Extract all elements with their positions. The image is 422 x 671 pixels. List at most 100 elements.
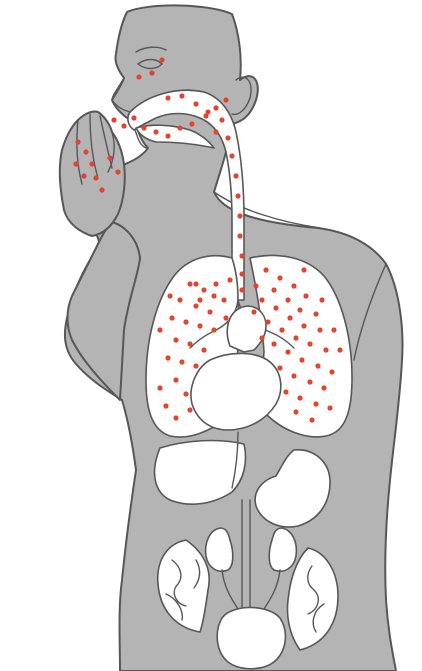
particle-lungs (193, 303, 198, 308)
particle-lungs (201, 287, 206, 292)
particle-lungs (299, 357, 304, 362)
particle-lungs (323, 347, 328, 352)
particle-nose-mouth (153, 129, 158, 134)
left-kidney (206, 528, 233, 571)
particle-lungs (291, 373, 296, 378)
particle-lungs (285, 349, 290, 354)
particle-airway (179, 93, 184, 98)
particle-lungs (223, 315, 228, 320)
particle-nose-mouth (189, 121, 194, 126)
particle-lungs (173, 415, 178, 420)
particle-lungs (301, 323, 306, 328)
particle-lungs (265, 319, 270, 324)
particle-lungs (179, 359, 184, 364)
particle-eye (149, 70, 154, 75)
particle-airway (225, 135, 230, 140)
particle-lungs (317, 327, 322, 332)
particle-airway (237, 213, 242, 218)
particle-lungs (287, 315, 292, 320)
particle-eye (159, 57, 164, 62)
particle-lungs (165, 355, 170, 360)
particle-airway (233, 173, 238, 178)
particle-airway (223, 97, 228, 102)
particle-lungs (197, 297, 202, 302)
particle-lungs (177, 297, 182, 302)
particle-lungs (285, 297, 290, 302)
particle-lungs (307, 341, 312, 346)
particle-lungs (259, 297, 264, 302)
particle-lungs (319, 297, 324, 302)
particle-lungs (187, 341, 192, 346)
particle-lungs (279, 327, 284, 332)
particle-lungs (157, 327, 162, 332)
right-kidney (269, 528, 296, 571)
particle-lungs (169, 315, 174, 320)
particle-airway (193, 101, 198, 106)
particle-lungs (313, 401, 318, 406)
particle-lungs (293, 409, 298, 414)
particle-lungs (259, 335, 264, 340)
particle-lungs (315, 363, 320, 368)
particle-nose-mouth (177, 125, 182, 130)
hand-outline (60, 111, 125, 236)
particle-lungs (301, 267, 306, 272)
particle-hand (89, 161, 94, 166)
particle-nose-mouth (141, 125, 146, 130)
particle-lungs (193, 281, 198, 286)
particle-lungs (327, 405, 332, 410)
particle-hand (99, 187, 104, 192)
particle-lungs (297, 395, 302, 400)
particle-nose-mouth (165, 133, 170, 138)
particle-lungs (293, 335, 298, 340)
particle-lungs (309, 417, 314, 422)
particle-airway (219, 117, 224, 122)
particle-lungs (297, 307, 302, 312)
particle-hand (75, 139, 80, 144)
particle-lungs (211, 293, 216, 298)
particle-lungs (283, 389, 288, 394)
particle-lungs (331, 327, 336, 332)
particle-lungs (263, 267, 268, 272)
particle-lungs (187, 407, 192, 412)
particle-lungs (277, 275, 282, 280)
particle-lungs (167, 293, 172, 298)
particle-lungs (277, 365, 282, 370)
particle-hand (107, 155, 112, 160)
particle-lungs (207, 309, 212, 314)
particle-lungs (201, 347, 206, 352)
particle-lungs (173, 377, 178, 382)
particle-lungs (313, 311, 318, 316)
particle-nose-mouth (213, 129, 218, 134)
particle-lungs (213, 281, 218, 286)
particle-lungs (329, 369, 334, 374)
particle-lungs (303, 293, 308, 298)
particle-hand (115, 169, 120, 174)
particle-lungs (173, 337, 178, 342)
particle-eye (136, 74, 141, 79)
particle-hand (81, 173, 86, 178)
particle-lungs (183, 391, 188, 396)
particle-lungs (193, 363, 198, 368)
particle-airway (165, 95, 170, 100)
particle-lungs (157, 385, 162, 390)
bladder (217, 608, 285, 669)
particle-hand (73, 161, 78, 166)
particle-lungs (271, 341, 276, 346)
particle-lungs (291, 283, 296, 288)
particle-airway (205, 109, 210, 114)
particle-lungs (273, 305, 278, 310)
particle-lungs (271, 287, 276, 292)
particle-airway (213, 105, 218, 110)
particle-airway (235, 193, 240, 198)
particle-airway (239, 287, 244, 292)
particle-nose-mouth (111, 117, 116, 122)
particle-lungs (321, 385, 326, 390)
particle-airway (239, 271, 244, 276)
particle-lungs (307, 379, 312, 384)
particle-nose-mouth (131, 115, 136, 120)
particle-lungs (253, 283, 258, 288)
particle-airway (229, 153, 234, 158)
particle-lungs (251, 309, 256, 314)
